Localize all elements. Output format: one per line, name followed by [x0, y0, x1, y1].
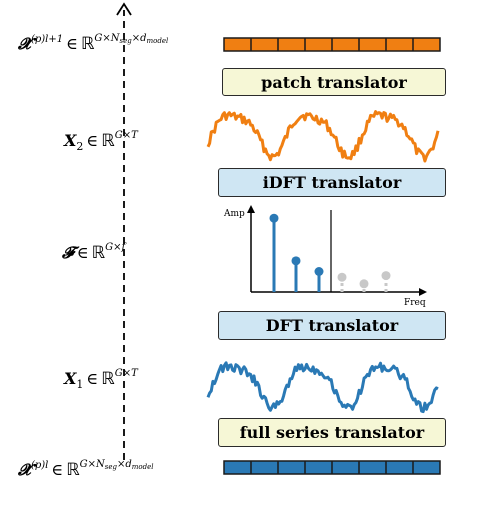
flow-arrow-head: [116, 2, 132, 16]
reals-symbol: ℝ: [101, 131, 115, 151]
label-x1: X1∈ℝG×T: [64, 368, 138, 391]
idft-translator-box: iDFT translator: [218, 168, 446, 197]
top-patch-bar: [223, 37, 441, 52]
bottom-dims: G×Nseg×dmodel: [79, 459, 154, 471]
dims-sub2: model: [131, 463, 154, 471]
label-x2: X2∈ℝG×T: [64, 130, 138, 153]
label-top-patch: 𝓧(p)l+1∈ℝG×Nseg×dmodel: [18, 34, 168, 53]
spectrum-ylabel: Amp: [224, 209, 245, 219]
label-f: 𝓕∈ℝG×f: [62, 243, 125, 262]
bottom-superscript: (p)l: [30, 460, 49, 471]
dims-mid: ×d: [117, 459, 132, 470]
f-dims: G×f: [105, 242, 126, 253]
x1-subscript: 1: [76, 378, 84, 391]
bottom-patch-bar: [223, 460, 441, 475]
reals-symbol: ℝ: [80, 34, 95, 54]
spectrum-xlabel: Freq: [404, 298, 426, 308]
spectrum-point-f3: [314, 267, 324, 276]
bottom-symbol: 𝓧: [18, 460, 31, 479]
x2-symbol: X: [64, 131, 77, 150]
dims-sub: seg: [104, 463, 117, 471]
in-symbol: ∈: [86, 131, 99, 150]
x1-symbol: X: [64, 369, 77, 388]
top-superscript: (p)l+1: [30, 34, 64, 45]
x2-dims: G×T: [114, 130, 138, 141]
spectrum-stems: [269, 213, 391, 292]
dft-translator-box: DFT translator: [218, 311, 446, 340]
blue-series-wave: [206, 361, 439, 414]
spectrum-y-arrowhead: [247, 205, 255, 213]
spectrum-point-f6: [381, 271, 391, 281]
label-bottom-patch: 𝓧(p)l∈ℝG×Nseg×dmodel: [18, 460, 154, 479]
reals-symbol: ℝ: [66, 460, 80, 480]
reals-symbol: ℝ: [91, 243, 106, 263]
in-symbol: ∈: [51, 460, 64, 479]
in-symbol: ∈: [76, 243, 89, 262]
reals-symbol: ℝ: [101, 369, 115, 389]
spectrum-point-f1: [269, 213, 279, 223]
spectrum-point-f2: [291, 256, 301, 266]
top-dims: G×Nseg×dmodel: [94, 33, 169, 45]
dims-mid: ×d: [131, 33, 147, 44]
x1-dims: G×T: [114, 368, 138, 379]
f-symbol: 𝓕: [62, 243, 74, 262]
x2-subscript: 2: [76, 140, 84, 153]
dims-prefix: G×N: [79, 459, 105, 470]
orange-series-wave: [206, 110, 440, 163]
in-symbol: ∈: [66, 34, 78, 53]
dims-sub: seg: [119, 37, 132, 45]
full-series-translator-box: full series translator: [218, 418, 446, 447]
top-symbol: 𝓧: [18, 34, 31, 53]
patch-translator-box: patch translator: [222, 68, 446, 96]
dims-prefix: G×N: [94, 33, 120, 44]
spectrum-x-arrowhead: [419, 288, 427, 296]
dims-sub2: model: [146, 37, 169, 45]
spectrum-point-f5: [359, 279, 369, 289]
in-symbol: ∈: [86, 369, 99, 388]
spectrum-point-f4: [337, 272, 347, 282]
